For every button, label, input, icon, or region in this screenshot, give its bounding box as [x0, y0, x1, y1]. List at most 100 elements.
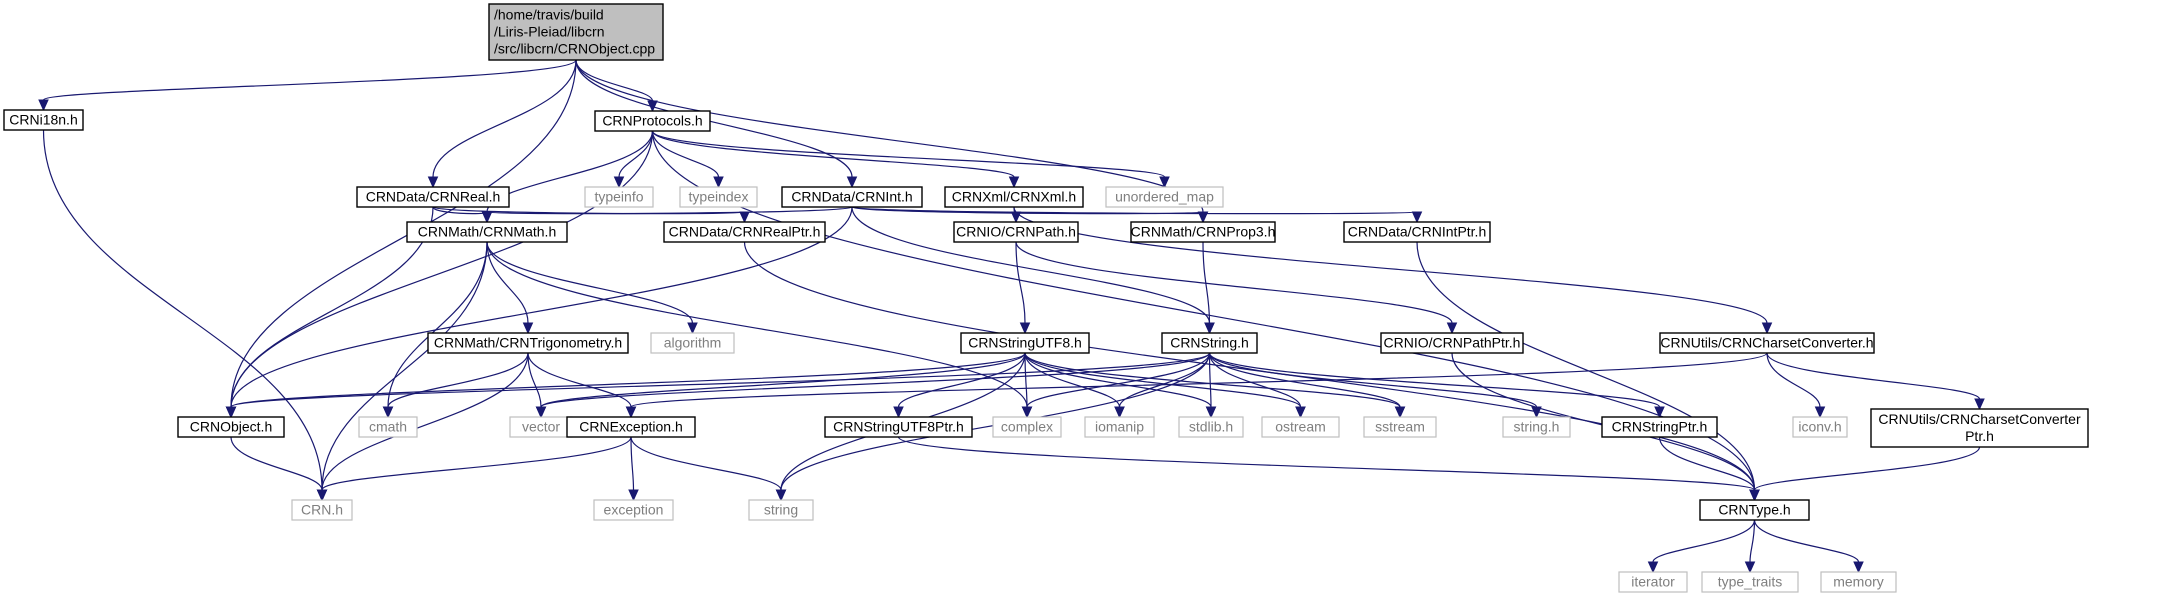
node-label: memory: [1833, 574, 1884, 590]
edge-line: [540, 352, 1211, 408]
edge-arrowhead: [1197, 211, 1209, 224]
node-crnio-crnpathptr-h[interactable]: CRNIO/CRNPathPtr.h: [1380, 332, 1524, 354]
edge-arrowhead: [1744, 561, 1756, 574]
edge-arrowhead: [625, 406, 637, 419]
node-crnprotocols-h[interactable]: CRNProtocols.h: [594, 110, 711, 132]
node-box: [356, 186, 510, 208]
edge-string-to-strptr: [1208, 352, 1665, 419]
node-label: stdlib.h: [1189, 419, 1233, 435]
edge-line: [1208, 352, 1212, 408]
edge-object-to-crnh: [230, 436, 328, 502]
node-vector: vector: [509, 416, 573, 438]
node-label: CRNMath/CRNMath.h: [418, 224, 556, 240]
edge-arrowhead: [628, 489, 639, 502]
edge-arrowhead: [1974, 398, 1985, 411]
edge-line: [630, 436, 782, 491]
node-typeinfo: typeinfo: [584, 186, 654, 208]
edge-line: [1749, 519, 1756, 563]
node-string: string: [748, 499, 814, 521]
edge-arrowhead: [1114, 406, 1125, 419]
edge-protocols-to-umap: [651, 130, 1170, 189]
edge-line: [575, 59, 654, 102]
node-crnstringutf8-h[interactable]: CRNStringUTF8.h: [960, 332, 1090, 354]
edge-type-to-memory: [1753, 519, 1864, 574]
edge-arrowhead: [1749, 489, 1760, 502]
edge-line: [1015, 241, 1453, 324]
node-crnstringutf8ptr-h[interactable]: CRNStringUTF8Ptr.h: [824, 416, 973, 438]
edge-line: [1766, 352, 1821, 408]
edge-line: [230, 352, 1211, 408]
edge-arrowhead: [1019, 322, 1031, 335]
node-crndata-crnrealptr-h[interactable]: CRNData/CRNRealPtr.h: [663, 221, 826, 243]
edge-arrowhead: [713, 176, 724, 189]
node-box: [1699, 499, 1810, 521]
node-crntype-h[interactable]: CRNType.h: [1699, 499, 1810, 521]
node-box: [1105, 186, 1224, 208]
node-crnstringptr-h[interactable]: CRNStringPtr.h: [1601, 416, 1718, 438]
edge-line: [540, 352, 1026, 408]
node-crnmath-crntrigonometry-h[interactable]: CRNMath/CRNTrigonometry.h: [427, 332, 629, 354]
edge-string-to-complex: [1021, 352, 1211, 419]
edge-line: [42, 59, 577, 101]
edge-string-to-ostream: [1208, 352, 1306, 419]
node-type-traits: type_traits: [1701, 571, 1799, 593]
node-box: [781, 186, 923, 208]
node-box: [1084, 416, 1155, 438]
node-label: type_traits: [1718, 574, 1783, 590]
node-label: ostream: [1275, 419, 1326, 435]
node-crndata-crnintptr-h[interactable]: CRNData/CRNIntPtr.h: [1343, 221, 1491, 243]
edge-iopath-to-utf8: [1015, 241, 1031, 335]
node-label: typeindex: [689, 189, 749, 205]
node-box: [1601, 416, 1718, 438]
node-memory: memory: [1820, 571, 1897, 593]
node-box: [1701, 571, 1799, 593]
node-box: [488, 3, 664, 61]
edge-root-to-dataint: [575, 59, 858, 189]
edge-line: [1753, 519, 1860, 563]
node-home-travis-build-liris-pleiad-libcrn-src-libcrn-crnobject-cpp[interactable]: /home/travis/build/Liris-Pleiad/libcrn/s…: [488, 3, 664, 61]
node-label: CRNIO/CRNPathPtr.h: [1384, 335, 1521, 351]
node-crnmath-crnprop3-h[interactable]: CRNMath/CRNProp3.h: [1130, 221, 1276, 243]
node-box: [679, 186, 758, 208]
node-label: CRNMath/CRNTrigonometry.h: [434, 335, 622, 351]
edges-layer: [38, 59, 1985, 574]
node-box: [1343, 221, 1491, 243]
node-box: [1659, 332, 1875, 354]
node-crnmath-crnmath-h[interactable]: CRNMath/CRNMath.h: [406, 221, 568, 243]
node-crnutils-crncharsetconverter-h[interactable]: CRNUtils/CRNCharsetConverter.h: [1659, 332, 1875, 354]
node-crnio-crnpath-h[interactable]: CRNIO/CRNPath.h: [953, 221, 1079, 243]
node-crnexception-h[interactable]: CRNException.h: [566, 416, 696, 438]
edge-line: [387, 352, 529, 408]
node-label: string: [764, 502, 798, 518]
node-box: [1380, 332, 1524, 354]
node-crnxml-crnxml-h[interactable]: CRNXml/CRNXml.h: [944, 186, 1084, 208]
node-crnstring-h[interactable]: CRNString.h: [1161, 332, 1258, 354]
node-crni18n-h[interactable]: CRNi18n.h: [3, 109, 84, 131]
edge-protocols-to-typeindex: [651, 130, 724, 189]
node-box: [1792, 416, 1848, 438]
edge-string-to-sstream: [1208, 352, 1406, 419]
node-crndata-crnreal-h[interactable]: CRNData/CRNReal.h: [356, 186, 510, 208]
edge-math-to-trig: [486, 241, 534, 335]
node-box: [584, 186, 654, 208]
edge-line: [321, 352, 529, 491]
node-label: iomanip: [1095, 419, 1144, 435]
node-label: /src/libcrn/CRNObject.cpp: [494, 41, 655, 57]
node-box: [650, 332, 735, 354]
node-label: CRNString.h: [1170, 335, 1249, 351]
edge-strptr-to-type: [1658, 436, 1760, 502]
node-iomanip: iomanip: [1084, 416, 1155, 438]
edge-arrowhead: [382, 406, 394, 419]
edge-arrowhead: [427, 176, 439, 189]
node-label: /Liris-Pleiad/libcrn: [494, 24, 604, 40]
edge-utf8ptr-to-type: [897, 436, 1760, 502]
node-label: CRN.h: [301, 502, 343, 518]
edge-line: [575, 59, 853, 178]
edge-line: [851, 206, 1418, 215]
node-crnobject-h[interactable]: CRNObject.h: [177, 416, 285, 438]
edge-arrowhead: [613, 176, 625, 189]
node-crndata-crnint-h[interactable]: CRNData/CRNInt.h: [781, 186, 923, 208]
edge-line: [486, 206, 853, 215]
edge-line: [743, 241, 1756, 491]
